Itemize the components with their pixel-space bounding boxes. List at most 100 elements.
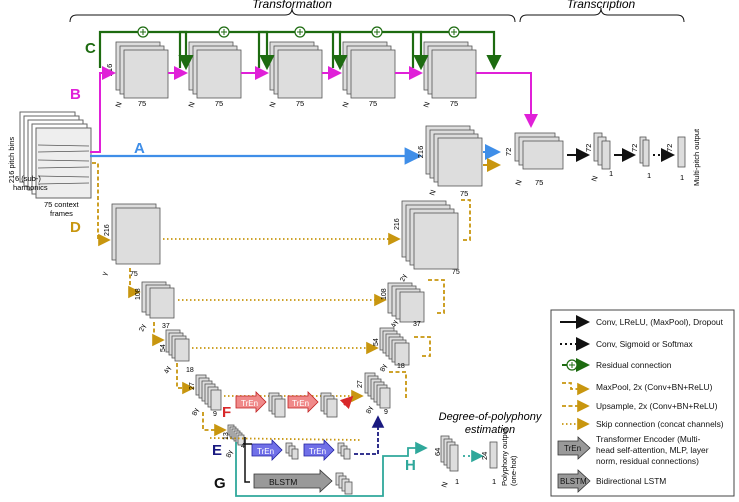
svg-text:75: 75 xyxy=(215,99,223,108)
svg-text:1: 1 xyxy=(609,169,613,178)
dim-nc-a: N xyxy=(427,189,437,197)
transformation-header: Transformation xyxy=(252,0,332,11)
svg-text:54: 54 xyxy=(160,344,167,352)
transcription-blocks xyxy=(514,132,686,170)
svg-text:N: N xyxy=(340,101,350,109)
svg-text:75: 75 xyxy=(138,99,146,108)
legend-text-6: Transformer Encoder (Multi- xyxy=(596,434,701,444)
svg-text:75: 75 xyxy=(369,99,377,108)
legend-text-3: MaxPool, 2x (Conv+BN+ReLU) xyxy=(596,382,713,392)
transcription-dim-labels: 72 75 N 72 1 N 72 1 72 1 xyxy=(504,144,684,187)
legend-tren-icon xyxy=(557,436,591,460)
label-e: E xyxy=(212,442,222,459)
multipitch-output-label: Multi-pitch output xyxy=(692,128,701,186)
svg-text:N: N xyxy=(513,179,523,187)
dim-216-c: 216 xyxy=(105,64,114,77)
svg-text:8γ: 8γ xyxy=(191,407,200,417)
unet-blocks xyxy=(111,200,459,446)
concat-block xyxy=(425,125,483,187)
label-b: B xyxy=(70,86,81,103)
input-harmonics-2: harmonics xyxy=(13,183,48,192)
svg-text:N: N xyxy=(113,101,123,109)
svg-text:37: 37 xyxy=(413,321,421,328)
tren-label-4: TrEn xyxy=(309,447,326,456)
dim-216-a: 216 xyxy=(416,146,425,159)
branch-b-path xyxy=(90,66,538,153)
legend-maxpool-icon xyxy=(562,382,590,396)
branch-c-nc-labels: N N N N N xyxy=(113,101,431,109)
svg-text:37: 37 xyxy=(162,323,170,330)
branch-labels: C B A D F E G H xyxy=(70,40,416,492)
legend-text-6b: head self-attention, MLP, layer xyxy=(596,445,709,455)
legend-text-5: Skip connection (concat channels) xyxy=(596,419,724,429)
legend-text-1: Conv, Sigmoid or Softmax xyxy=(596,339,693,349)
svg-text:13: 13 xyxy=(223,432,230,440)
legend-texts: Conv, LReLU, (MaxPool), Dropout Conv, Si… xyxy=(596,317,724,486)
label-h: H xyxy=(405,457,416,474)
svg-text:18: 18 xyxy=(397,363,405,370)
tren-label-2: TrEn xyxy=(292,399,309,408)
svg-text:108: 108 xyxy=(135,288,142,300)
branch-h xyxy=(235,441,428,497)
svg-text:8γ: 8γ xyxy=(379,363,388,373)
svg-text:9: 9 xyxy=(213,411,217,418)
svg-text:72: 72 xyxy=(630,144,639,152)
branch-c-dim-labels: 75 75 75 75 75 xyxy=(138,99,458,108)
transcription-header: Transcription xyxy=(567,0,636,11)
svg-text:27: 27 xyxy=(189,382,196,390)
tren-label-3: TrEn xyxy=(257,447,274,456)
tren-label-1: TrEn xyxy=(241,399,258,408)
branch-f xyxy=(235,391,354,418)
input-hcqt xyxy=(19,111,92,199)
svg-text:N: N xyxy=(421,101,431,109)
svg-text:108: 108 xyxy=(381,288,388,300)
label-f: F xyxy=(222,404,231,421)
svg-text:4γ: 4γ xyxy=(163,365,172,375)
blstm-label: BLSTM xyxy=(269,477,297,487)
svg-text:75: 75 xyxy=(296,99,304,108)
svg-text:54: 54 xyxy=(373,338,380,346)
dop-blocks xyxy=(440,435,498,472)
svg-text:N: N xyxy=(589,175,599,183)
svg-text:75: 75 xyxy=(452,269,460,276)
svg-text:1: 1 xyxy=(647,171,651,180)
residual-plus-icons xyxy=(137,26,460,38)
svg-text:γ: γ xyxy=(101,271,109,277)
svg-text:8γ: 8γ xyxy=(365,405,374,415)
branch-g xyxy=(244,437,353,495)
svg-text:8γ: 8γ xyxy=(225,449,234,459)
legend-blstm-icon-label: BLSTM xyxy=(560,477,587,486)
input-pitch-bins: 216 pitch bins xyxy=(7,137,16,184)
svg-text:75: 75 xyxy=(450,99,458,108)
legend-text-0: Conv, LReLU, (MaxPool), Dropout xyxy=(596,317,724,327)
svg-text:24: 24 xyxy=(480,452,489,460)
legend-tren-icon-label: TrEn xyxy=(564,444,581,453)
unet-dim-labels: 216 75 γ 108 37 2γ 54 18 4γ 27 9 8γ 13 4… xyxy=(101,218,460,458)
svg-text:72: 72 xyxy=(504,148,513,156)
label-d: D xyxy=(70,219,81,236)
legend-text-6c: norm, residual connections) xyxy=(596,456,699,466)
svg-text:72: 72 xyxy=(584,144,593,152)
svg-text:27: 27 xyxy=(357,380,364,388)
dop-title: Degree-of-polyphony xyxy=(439,411,543,423)
svg-text:1: 1 xyxy=(455,477,459,486)
branch-e xyxy=(251,415,385,461)
input-context: 75 context xyxy=(44,200,80,209)
legend-text-4: Upsample, 2x (Conv+BN+ReLU) xyxy=(596,401,718,411)
unet-upsample xyxy=(388,199,471,398)
branch-c-blocks xyxy=(115,41,477,99)
svg-text:64: 64 xyxy=(433,448,442,456)
legend-icons xyxy=(557,315,591,493)
input-harmonics: 6 (sub-) xyxy=(15,174,41,183)
svg-text:75: 75 xyxy=(535,178,543,187)
legend-text-7: Bidirectional LSTM xyxy=(596,476,666,486)
svg-text:216: 216 xyxy=(394,218,401,230)
dop-title-2: estimation xyxy=(465,424,515,436)
input-context-2: frames xyxy=(50,209,73,218)
svg-text:N: N xyxy=(267,101,277,109)
svg-text:4γ: 4γ xyxy=(390,319,399,329)
polyphony-output-label-2: (one-hot) xyxy=(509,455,518,486)
transformation-brace xyxy=(69,7,685,23)
svg-text:75: 75 xyxy=(130,271,138,278)
